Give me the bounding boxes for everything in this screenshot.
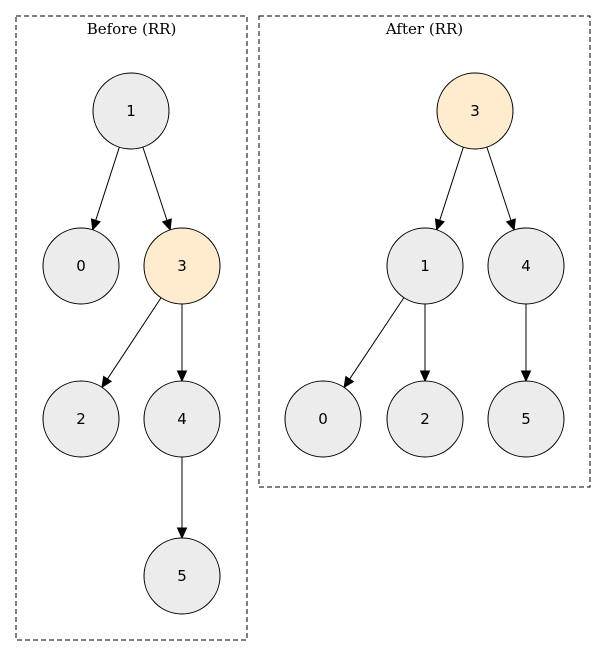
node-before-5: 5 [143,537,221,615]
arrow-head [343,375,355,389]
node-label: 3 [470,102,480,120]
node-label: 5 [521,410,531,428]
cluster-before-title: Before (RR) [87,20,177,38]
arrow-head [419,370,431,383]
node-circle [284,380,362,458]
arrow-head [434,218,445,231]
node-after-3: 3 [436,72,514,150]
node-circle [143,380,221,458]
node-circle [143,537,221,615]
node-circle [487,380,565,458]
arrow-head [505,218,516,232]
node-circle [42,227,120,305]
node-circle [386,380,464,458]
node-after-4: 4 [487,227,565,305]
node-label: 4 [177,410,187,428]
node-circle [487,227,565,305]
edge-a1-a2 [419,304,431,383]
node-circle [386,227,464,305]
node-after-0: 0 [284,380,362,458]
arrow-head [90,218,101,231]
node-label: 0 [318,410,328,428]
node-before-4: 4 [143,380,221,458]
edge-line [142,146,168,221]
arrow-head [101,375,113,389]
edge-b1-b0 [90,147,120,231]
highlighted-node-circle [436,72,514,150]
node-label: 5 [177,567,187,585]
node-before-0: 0 [42,227,120,305]
node-label: 4 [521,257,531,275]
edges-layer [90,146,532,540]
node-label: 1 [420,257,430,275]
node-circle [42,380,120,458]
node-after-2: 2 [386,380,464,458]
nodes-layer: 1 0 3 2 4 5 3 1 4 0 2 5 [42,72,565,615]
node-label: 2 [420,410,430,428]
arrow-head [176,527,188,540]
node-label: 2 [76,410,86,428]
arrow-head [520,370,532,383]
cluster-after-box [258,15,591,488]
node-label: 0 [76,257,86,275]
edge-b3-b2 [101,297,162,389]
edge-line [107,297,162,380]
clusters-layer: Before (RR) After (RR) [15,15,591,641]
node-before-1: 1 [92,72,170,150]
arrow-head [176,370,188,383]
node-circle [92,72,170,150]
cluster-after-title: After (RR) [385,20,463,38]
cluster-before-box [15,15,248,641]
node-before-3: 3 [143,227,221,305]
edge-a1-a0 [343,297,405,389]
edge-line [486,146,512,221]
edge-b3-b4 [176,304,188,383]
node-before-2: 2 [42,380,120,458]
edge-a3-a4 [486,146,516,232]
edge-line [439,147,464,221]
edge-line [95,147,120,221]
arrow-head [161,218,172,232]
node-after-1: 1 [386,227,464,305]
edge-line [349,297,405,380]
edge-a3-a1 [434,147,464,231]
edge-b1-b3 [142,146,172,232]
node-label: 1 [126,102,136,120]
node-after-5: 5 [487,380,565,458]
highlighted-node-circle [143,227,221,305]
node-label: 3 [177,257,187,275]
edge-a4-a5 [520,304,532,383]
edge-b4-b5 [176,457,188,540]
